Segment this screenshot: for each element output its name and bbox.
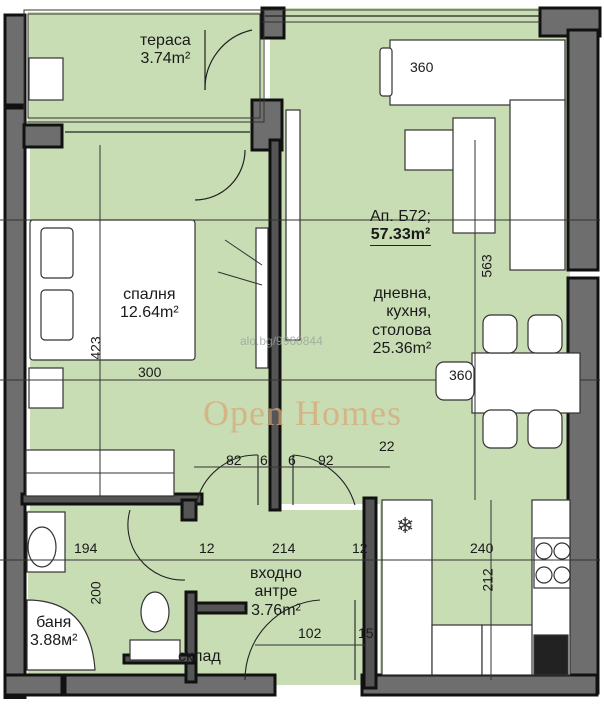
dim-dining: 360 [449, 367, 473, 383]
dim-kitchen-depth: 212 [479, 568, 496, 592]
dim-wall-a: 6 [260, 452, 268, 468]
dim-bedroom-width: 300 [138, 364, 162, 380]
wall [362, 496, 378, 690]
room-living: дневна, кухня, столова 25.36m² [372, 285, 431, 359]
wall [566, 28, 600, 272]
room-area: 3.88м² [30, 632, 78, 650]
toilet [140, 591, 170, 633]
apartment-label: Ап. Б72; [370, 208, 431, 225]
wall [3, 13, 27, 107]
freezer-icon: ❄ [396, 514, 414, 539]
dim-wall-e: 12 [352, 540, 368, 556]
dim-wall-d: 12 [199, 540, 215, 556]
room-name: склад [178, 648, 221, 665]
oven [533, 634, 569, 676]
wall [3, 673, 64, 697]
wall [184, 590, 198, 684]
dim-entry-door: 102 [298, 625, 322, 641]
sofa-chaise [509, 99, 566, 271]
room-bathroom: баня 3.88м² [30, 614, 77, 651]
chair [527, 409, 563, 449]
dim-entrance-width: 214 [272, 540, 296, 556]
dim-door-living: 92 [318, 452, 334, 468]
dim-living-depth: 563 [478, 254, 495, 278]
dim-bedroom-depth: 423 [87, 336, 104, 360]
wall [268, 138, 282, 512]
nightstand [28, 367, 64, 409]
nightstand [28, 57, 64, 101]
coffee-table [404, 129, 456, 171]
room-name-line: дневна, [373, 285, 432, 302]
room-name-line: входно [250, 565, 302, 582]
side-table [452, 117, 496, 234]
dim-wall-b: 6 [288, 452, 296, 468]
wall [360, 673, 599, 697]
room-name: баня [36, 614, 72, 631]
wall [194, 601, 248, 615]
room-storage: склад [178, 648, 221, 666]
dim-kitchen-width: 240 [470, 540, 494, 556]
room-area: 3.74m² [140, 50, 191, 68]
chair [482, 409, 518, 449]
room-area: 25.36m² [372, 340, 432, 358]
dim-door-bed: 82 [226, 452, 242, 468]
room-name: тераса [140, 32, 191, 49]
wall [22, 123, 64, 149]
dim-entry-wall: 15 [358, 625, 374, 641]
dim-bath-depth: 200 [87, 581, 104, 605]
tv-unit [285, 109, 301, 341]
chair [435, 361, 475, 401]
dining-table [471, 352, 581, 414]
kitchen-counter [381, 499, 433, 676]
room-terrace: тераса 3.74m² [140, 32, 191, 69]
room-name-line: антре [254, 583, 298, 601]
room-name-line: кухня, [386, 303, 432, 321]
wall [260, 6, 286, 40]
room-name-line: столова [372, 321, 432, 339]
room-bedroom: спалня 12.64m² [120, 286, 179, 323]
dim-wall-c: 22 [379, 438, 395, 454]
wall [566, 276, 600, 695]
room-name: спалня [123, 286, 176, 303]
terrace-floor [28, 12, 263, 130]
apartment-info: Ап. Б72; 57.33m² [370, 208, 431, 246]
wall [180, 498, 198, 522]
shower [26, 599, 96, 671]
wall [63, 673, 277, 697]
dim-sofa: 360 [410, 59, 434, 75]
kitchen-sink [481, 624, 535, 676]
chair [482, 314, 518, 354]
pillow [40, 289, 74, 341]
dim-bath-width: 194 [74, 540, 98, 556]
kitchen-counter [431, 624, 483, 676]
room-entrance: входно антре 3.76m² [250, 565, 302, 620]
wall [3, 106, 27, 700]
watermark-id: alo.bg/9960844 [240, 334, 323, 348]
watermark-logo: Open Homes [203, 393, 402, 433]
chair [527, 314, 563, 354]
room-area: 3.76m² [251, 601, 301, 619]
pillow [40, 227, 74, 279]
apartment-total-area: 57.33m² [370, 226, 431, 246]
room-area: 12.64m² [120, 304, 179, 322]
